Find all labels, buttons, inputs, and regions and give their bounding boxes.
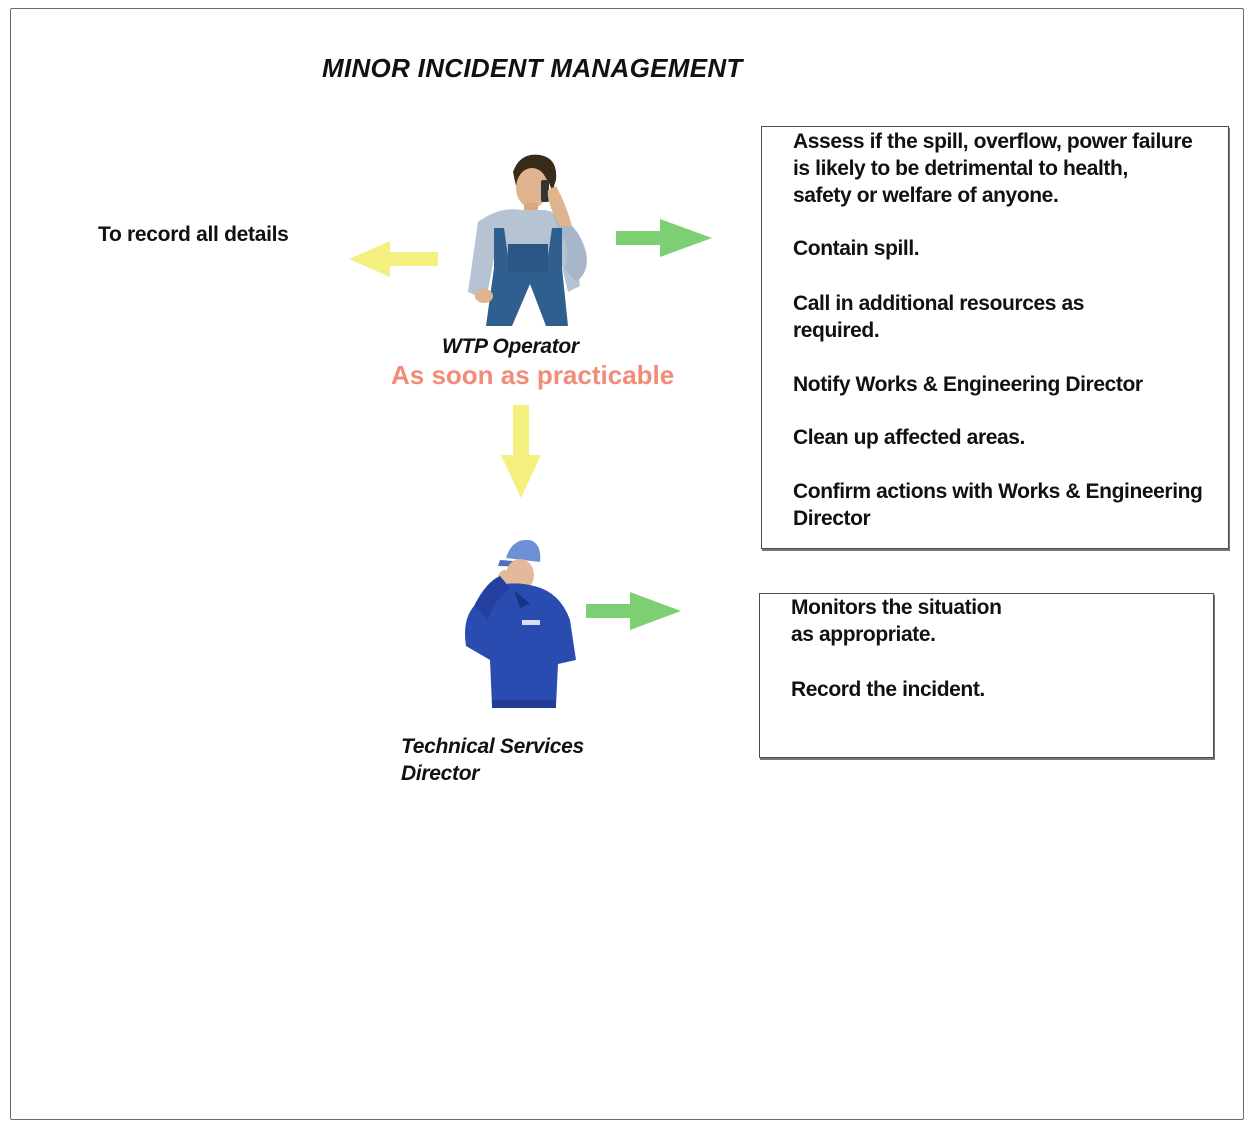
operator-action-line: Clean up affected areas. — [793, 426, 1025, 449]
director-action-line: as appropriate. — [791, 623, 936, 646]
arrow-right-icon — [616, 219, 712, 257]
left-note: To record all details — [98, 223, 289, 246]
arrow-down-icon — [501, 405, 541, 498]
operator-action-line: Assess if the spill, overflow, power fai… — [793, 130, 1193, 153]
director-actions-box — [759, 593, 1214, 758]
director-role-line-1: Technical Services — [401, 735, 584, 758]
page-frame — [10, 8, 1244, 1120]
operator-action-line: Contain spill. — [793, 237, 920, 260]
operator-action-line: Call in additional resources as — [793, 292, 1085, 315]
director-figure-icon — [465, 539, 576, 708]
director-action-line: Monitors the situation — [791, 596, 1002, 619]
director-action-line: Record the incident. — [791, 678, 985, 701]
operator-action-line: Notify Works & Engineering Director — [793, 373, 1143, 396]
director-role-label: Technical Services Director — [401, 733, 584, 787]
operator-action-line: required. — [793, 319, 880, 342]
operator-figure-icon — [468, 154, 587, 326]
timing-note: As soon as practicable — [391, 360, 675, 390]
arrow-left-icon — [349, 241, 438, 277]
arrow-right-icon — [586, 592, 681, 630]
operator-action-line: Director — [793, 507, 871, 530]
operator-action-line: is likely to be detrimental to health, — [793, 157, 1128, 180]
operator-actions-box — [761, 126, 1229, 549]
operator-role-label: WTP Operator — [442, 335, 579, 358]
operator-action-line: Confirm actions with Works & Engineering — [793, 480, 1203, 503]
page-title: MINOR INCIDENT MANAGEMENT — [322, 53, 743, 83]
director-role-line-2: Director — [401, 762, 480, 785]
operator-action-line: safety or welfare of anyone. — [793, 184, 1059, 207]
